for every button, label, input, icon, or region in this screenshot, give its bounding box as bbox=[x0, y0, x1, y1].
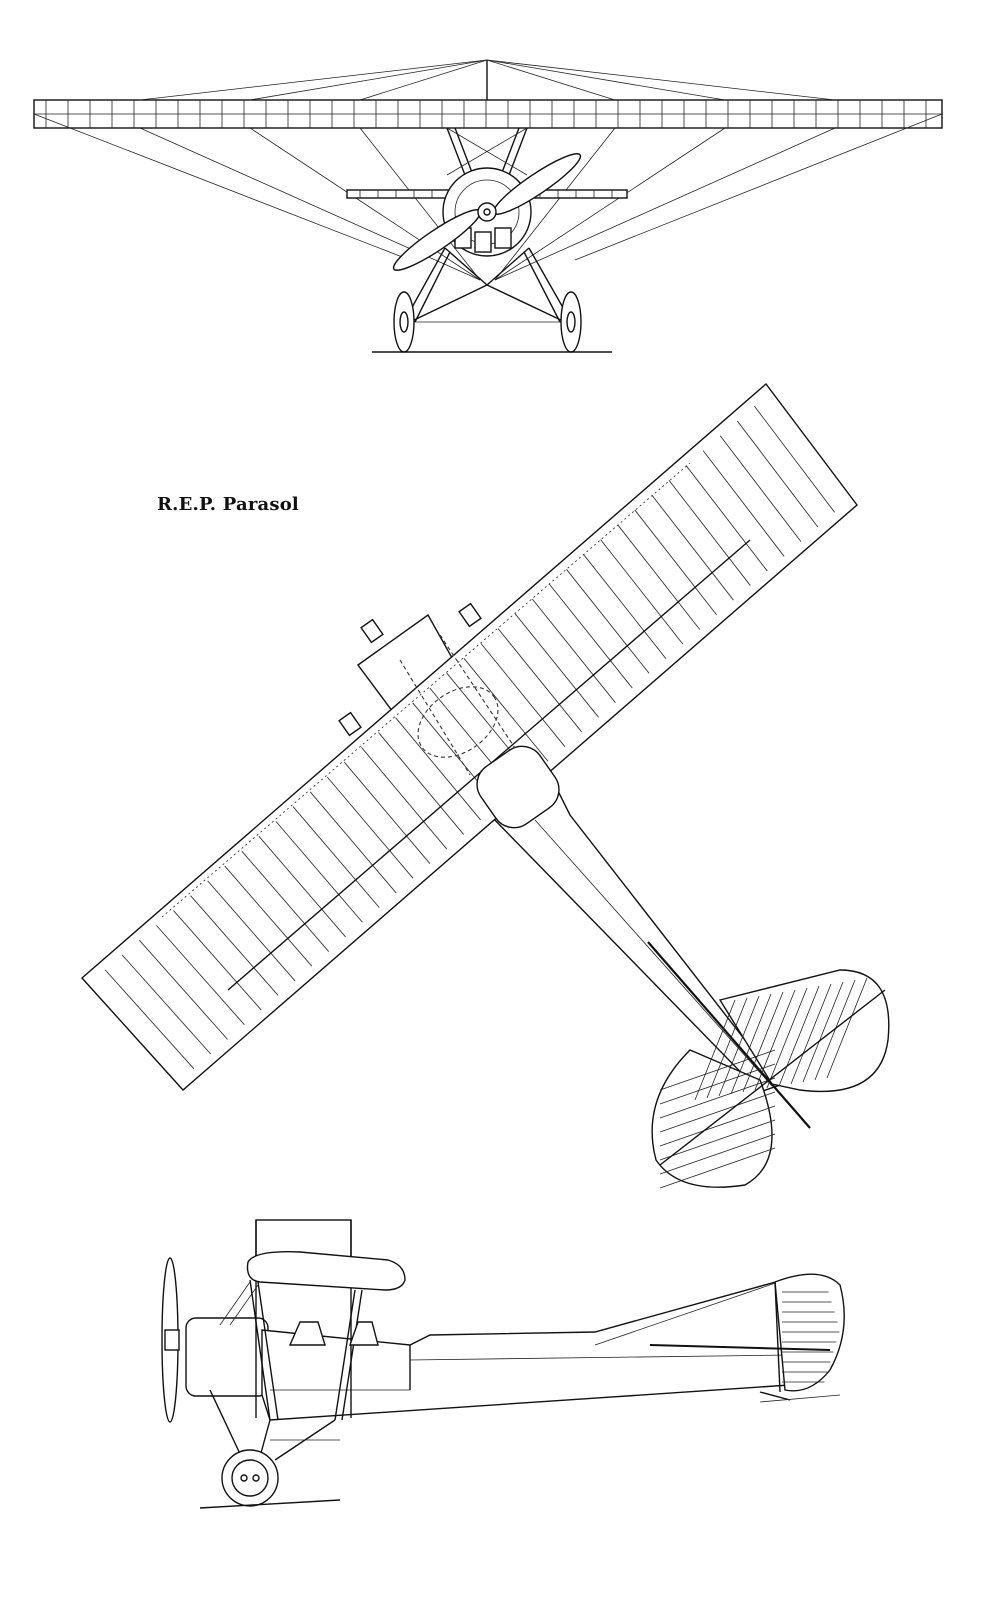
front-wing-ribs bbox=[45, 100, 927, 128]
front-propeller bbox=[392, 153, 582, 271]
front-cabane-struts bbox=[446, 127, 528, 176]
front-wheel-right bbox=[560, 291, 582, 353]
top-engine-hidden-outline bbox=[417, 686, 499, 758]
side-fuselage bbox=[261, 1277, 791, 1421]
front-wheel-left bbox=[393, 291, 415, 353]
side-struts bbox=[219, 1279, 379, 1421]
side-wheel bbox=[221, 1449, 279, 1507]
front-view bbox=[33, 59, 943, 353]
top-wing-ribs bbox=[104, 405, 836, 1069]
drawing-title: R.E.P. Parasol bbox=[157, 494, 299, 515]
top-tailplane bbox=[651, 969, 890, 1189]
top-cockpit bbox=[476, 745, 560, 829]
side-tail-skid bbox=[759, 1391, 791, 1401]
side-view bbox=[161, 1219, 845, 1509]
side-tail-fin bbox=[649, 1273, 845, 1393]
top-wing bbox=[81, 382, 858, 1091]
top-view bbox=[81, 382, 890, 1189]
front-undercarriage bbox=[404, 247, 571, 323]
side-wing bbox=[246, 1251, 406, 1291]
side-ground-line bbox=[199, 1499, 341, 1509]
